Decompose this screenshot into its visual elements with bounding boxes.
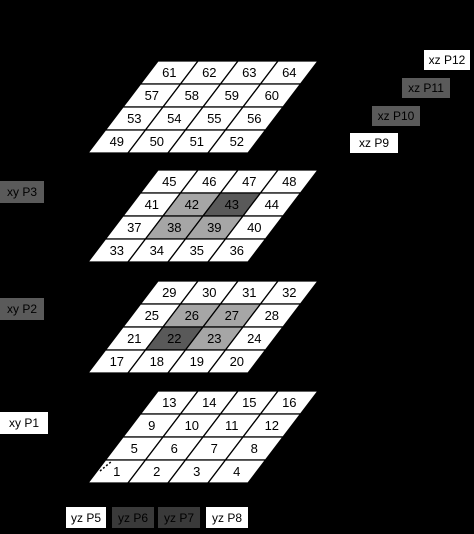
cell-number-10: 10	[185, 418, 199, 433]
cell-number-37: 37	[127, 220, 141, 235]
cell-number-33: 33	[110, 243, 124, 258]
cell-number-17: 17	[110, 354, 124, 369]
cell-number-20: 20	[230, 354, 244, 369]
yz-p7-label: yz P7	[158, 507, 200, 528]
cell-number-56: 56	[247, 111, 261, 126]
grid-layer-4: 61 62 63 64 57 58 59 60 53 54 55 56 49 50 51 52	[86, 60, 320, 154]
cell-number-30: 30	[202, 285, 216, 300]
yz-p8-label: yz P8	[206, 507, 248, 528]
cell-number-61: 61	[162, 65, 176, 80]
cell-number-5: 5	[131, 441, 138, 456]
cell-number-57: 57	[145, 88, 159, 103]
cell-number-49: 49	[110, 134, 124, 149]
cell-number-9: 9	[148, 418, 155, 433]
cell-number-55: 55	[207, 111, 221, 126]
cell-number-48: 48	[282, 174, 296, 189]
cell-number-59: 59	[225, 88, 239, 103]
cell-number-54: 54	[167, 111, 181, 126]
cell-number-35: 35	[190, 243, 204, 258]
grid-cell-52	[206, 129, 267, 154]
cell-number-63: 63	[242, 65, 256, 80]
grid-cell-36	[206, 238, 267, 263]
cell-number-26: 26	[185, 308, 199, 323]
cell-number-46: 46	[202, 174, 216, 189]
cell-number-58: 58	[185, 88, 199, 103]
cell-number-38: 38	[167, 220, 181, 235]
cell-number-41: 41	[145, 197, 159, 212]
yz-p6-label: yz P6	[112, 507, 154, 528]
cell-number-4: 4	[233, 464, 240, 479]
cell-number-40: 40	[247, 220, 261, 235]
cell-number-3: 3	[193, 464, 200, 479]
cell-number-43: 43	[225, 197, 239, 212]
cell-number-22: 22	[167, 331, 181, 346]
cell-number-50: 50	[150, 134, 164, 149]
cell-number-53: 53	[127, 111, 141, 126]
cell-number-12: 12	[265, 418, 279, 433]
cell-number-60: 60	[265, 88, 279, 103]
cell-number-42: 42	[185, 197, 199, 212]
cell-number-8: 8	[251, 441, 258, 456]
cell-number-27: 27	[225, 308, 239, 323]
xz-p10-label: xz P10	[372, 106, 420, 126]
cell-number-25: 25	[145, 308, 159, 323]
xz-p12-label: xz P12	[424, 50, 470, 70]
cell-number-1: 1	[113, 464, 120, 479]
grid-layer-2: 29 30 31 32 25 26 27 28 21 22 23 24 17 18 19 20	[86, 280, 320, 374]
cell-number-11: 11	[225, 418, 239, 433]
cell-number-2: 2	[153, 464, 160, 479]
cell-number-6: 6	[171, 441, 178, 456]
corner-dotted-mark	[99, 460, 113, 472]
cell-number-31: 31	[242, 285, 256, 300]
xy-p1-label: xy P1	[0, 412, 48, 434]
xz-p11-label: xz P11	[402, 78, 450, 98]
grid-layer-3: 45 46 47 48 41 42 43 44 37 38 39 40 33 34 35 36	[86, 169, 320, 263]
cell-number-16: 16	[282, 395, 296, 410]
cell-number-19: 19	[190, 354, 204, 369]
yz-p5-label: yz P5	[66, 507, 106, 528]
cell-number-18: 18	[150, 354, 164, 369]
xy-p3-label: xy P3	[0, 181, 44, 203]
cell-number-47: 47	[242, 174, 256, 189]
cell-number-23: 23	[207, 331, 221, 346]
xz-p9-label: xz P9	[350, 133, 398, 153]
cell-number-36: 36	[230, 243, 244, 258]
cell-number-7: 7	[211, 441, 218, 456]
cell-number-45: 45	[162, 174, 176, 189]
grid-cell-20	[206, 349, 267, 374]
cell-number-24: 24	[247, 331, 261, 346]
cell-number-62: 62	[202, 65, 216, 80]
cell-number-21: 21	[127, 331, 141, 346]
cell-number-64: 64	[282, 65, 296, 80]
cell-number-15: 15	[242, 395, 256, 410]
cell-number-28: 28	[265, 308, 279, 323]
cell-number-44: 44	[265, 197, 279, 212]
cell-number-34: 34	[150, 243, 164, 258]
grid-cell-4	[206, 459, 267, 484]
cell-number-29: 29	[162, 285, 176, 300]
cell-number-51: 51	[190, 134, 204, 149]
cell-number-52: 52	[230, 134, 244, 149]
cell-number-14: 14	[202, 395, 216, 410]
cell-number-13: 13	[162, 395, 176, 410]
cell-number-39: 39	[207, 220, 221, 235]
cell-number-32: 32	[282, 285, 296, 300]
xy-p2-label: xy P2	[0, 298, 44, 320]
